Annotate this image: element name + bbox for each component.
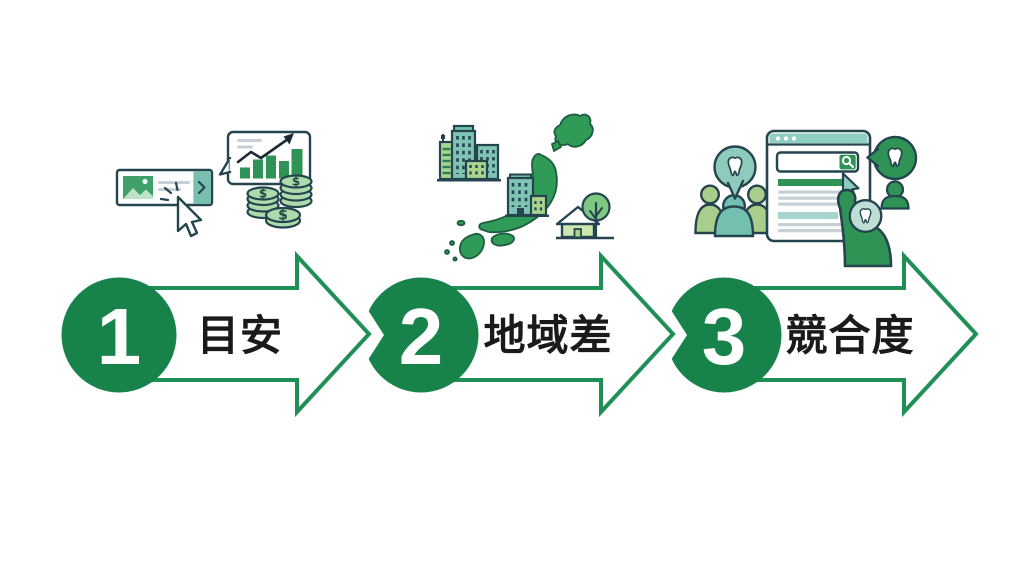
magnifier-icon bbox=[841, 155, 854, 168]
step3-number: 3 bbox=[702, 292, 747, 381]
trend-arrow-icon bbox=[236, 137, 290, 164]
patients-group-icon bbox=[694, 184, 773, 238]
competition-illustration bbox=[694, 129, 918, 268]
search-result-teal bbox=[778, 212, 838, 219]
click-cursor-icon bbox=[159, 181, 203, 238]
window-dot-icon bbox=[775, 136, 781, 141]
step1-label: 目安 bbox=[197, 312, 283, 359]
dollar-sign: $ bbox=[278, 208, 288, 224]
chevron-right-icon bbox=[197, 180, 206, 195]
estimate-illustration: $ $ $ bbox=[115, 130, 313, 238]
dollar-sign: $ bbox=[259, 187, 267, 201]
bar-chart-icon bbox=[240, 149, 303, 179]
raised-arm-icon bbox=[836, 188, 893, 268]
region-illustration bbox=[437, 113, 614, 262]
dollar-sign: $ bbox=[292, 175, 300, 189]
tooth-bubble-green-icon bbox=[866, 135, 918, 181]
step2-number: 2 bbox=[399, 292, 444, 381]
coin-stack-icon bbox=[246, 174, 313, 229]
step1-number: 1 bbox=[97, 292, 142, 381]
tree-icon bbox=[556, 192, 614, 240]
search-bar bbox=[775, 151, 860, 173]
window-dot-icon bbox=[791, 136, 797, 141]
city-buildings-icon bbox=[437, 124, 501, 182]
step3-number-badge bbox=[666, 277, 782, 393]
step2-label: 地域差 bbox=[483, 312, 612, 359]
step1-number-badge bbox=[61, 277, 177, 393]
downtown-building-icon bbox=[505, 173, 549, 218]
step-band: 1 2 3 目安 地域差 競合度 bbox=[61, 250, 979, 418]
person-icon bbox=[880, 180, 910, 210]
step2-number-badge bbox=[363, 277, 479, 393]
sun-icon bbox=[142, 178, 148, 185]
tooth-speech-bubble-icon bbox=[713, 145, 757, 200]
window-dot-icon bbox=[783, 136, 789, 141]
step3-label: 競合度 bbox=[785, 312, 914, 359]
growth-chart-bubble-icon bbox=[218, 130, 312, 186]
mountains-icon bbox=[123, 188, 153, 199]
search-result-highlight bbox=[778, 179, 842, 186]
banner-ad-icon bbox=[115, 168, 214, 207]
